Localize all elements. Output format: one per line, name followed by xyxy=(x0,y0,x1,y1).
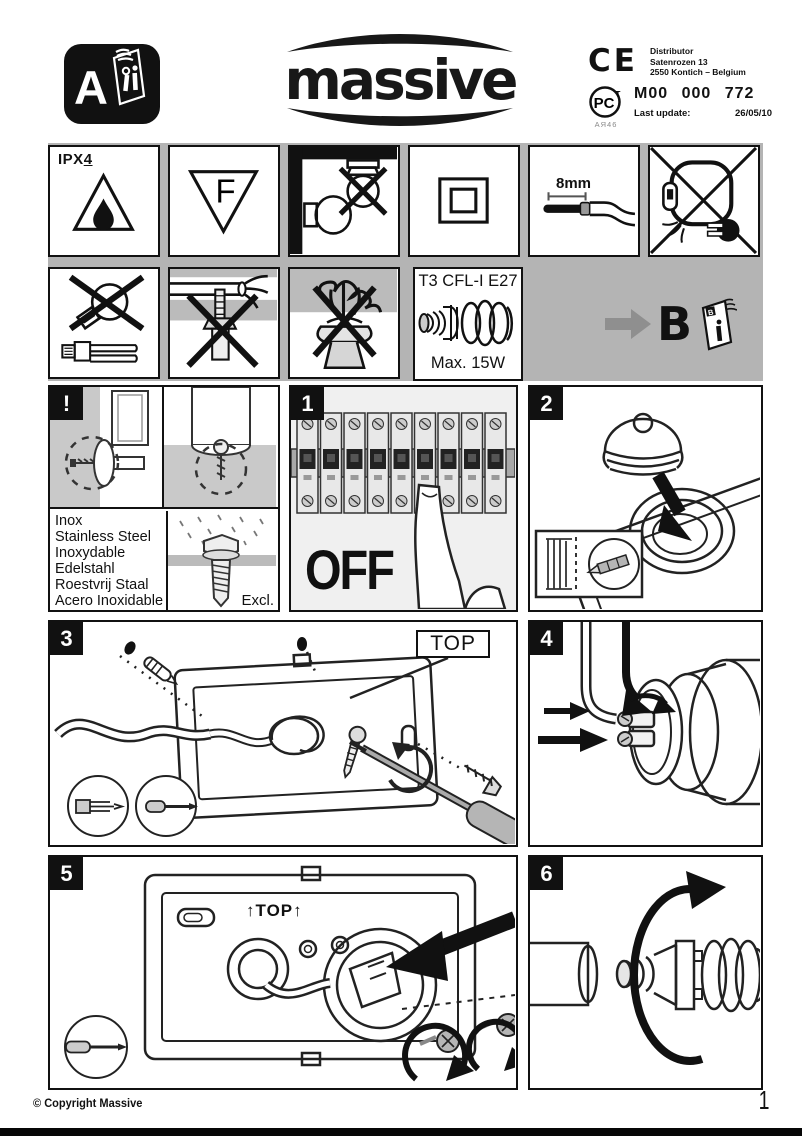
material-item: Roestvrij Staal xyxy=(55,577,149,594)
a-booklet-icon: A i xyxy=(64,44,160,124)
logo-top-swash-icon xyxy=(287,34,513,52)
gray-arrow-right-icon xyxy=(604,309,651,339)
warning-bottom-view xyxy=(164,387,278,507)
lamp-unit-attachment-illustration xyxy=(64,865,515,1082)
step-2-insert-grommet: 2 xyxy=(528,385,763,612)
material-item: Inoxydable xyxy=(55,545,126,562)
crossed-wall-cable-icon xyxy=(170,269,277,368)
top-embossed-marking: ↑TOP↑ xyxy=(246,901,303,920)
pct-mark-icon: PC Т xyxy=(589,85,621,118)
pct-certification-mark: PC Т AЯ46 xyxy=(588,85,624,129)
step-3-mount-backplate: 3 TOP xyxy=(48,620,518,847)
booklet-b-letter: B xyxy=(656,297,692,351)
water-drop-triangle-icon xyxy=(72,172,135,231)
symbol-strip-length: 8mm xyxy=(528,145,640,257)
step-5-number: 5 xyxy=(50,857,83,890)
see-booklet-b: B B xyxy=(525,267,763,381)
pct-code: AЯ46 xyxy=(594,119,618,129)
warning-badge: ! xyxy=(50,387,83,420)
symbol-no-concealed-cable xyxy=(168,267,280,379)
step-2-number: 2 xyxy=(530,387,563,420)
symbol-class-ii xyxy=(408,145,520,257)
wall-lamp-screw-bottom-icon xyxy=(164,387,276,507)
crossed-cord-plug-icon xyxy=(650,147,757,254)
double-square-icon xyxy=(438,177,489,224)
booklet-b-icon: B xyxy=(701,298,737,351)
f-letter: F xyxy=(216,173,236,210)
bulb-screwing-illustration xyxy=(530,871,760,1065)
model-number: M00 000 772 xyxy=(634,84,755,102)
symbol-f-mark: F xyxy=(168,145,280,257)
ipx4-label: IPX4 xyxy=(58,151,93,168)
excluded-label: Excl. xyxy=(241,592,274,609)
cfl-spiral-bulb-icon xyxy=(418,299,514,347)
terminal-wiring-illustration xyxy=(538,622,760,806)
f-triangle-icon: F xyxy=(187,170,260,235)
material-item: Stainless Steel xyxy=(55,529,151,546)
circuit-breaker-off-illustration xyxy=(291,412,515,609)
warning-screw-cell: Excl. xyxy=(166,511,278,610)
material-item: Edelstahl xyxy=(55,561,115,578)
strip-length-label: 8mm xyxy=(556,175,592,192)
copyright-notice: © Copyright Massive xyxy=(33,1096,143,1110)
step-4-number: 4 xyxy=(530,622,563,655)
safety-symbol-grid: IPX4 F xyxy=(48,143,763,381)
material-item: Acero Inoxidable xyxy=(55,593,164,610)
step-6-number: 6 xyxy=(530,857,563,890)
stainless-steel-materials-list: Inox Stainless Steel Inoxydable Edelstah… xyxy=(50,511,166,610)
step-3-number: 3 xyxy=(50,622,83,655)
crossed-tangled-cable-icon xyxy=(290,269,397,370)
last-update-label: Last update: xyxy=(634,107,691,119)
lamp-spec-max-wattage: Max. 15W xyxy=(430,354,506,372)
grommet-insert-illustration xyxy=(534,412,760,609)
manual-a-booklet-icon: A i xyxy=(64,44,160,124)
brand-wordmark: massive xyxy=(284,48,519,112)
symbol-no-cord-switch-plug xyxy=(648,145,760,257)
symbol-wall-mount-only xyxy=(288,145,400,257)
step-5-attach-lamp-unit: 5 ↑TOP↑ xyxy=(48,855,518,1090)
pct-small-letter: Т xyxy=(616,90,621,99)
top-orientation-label: TOP xyxy=(416,630,490,658)
stripped-wire-icon xyxy=(543,192,636,227)
panel-warning-stainless: ! xyxy=(48,385,280,612)
distributor-label: Distributor xyxy=(649,46,694,56)
distributor-address-1: Satenrozen 13 xyxy=(649,56,708,67)
stainless-screw-rain-icon xyxy=(168,514,276,608)
distributor-address-2: 2550 Kontich – Belgium xyxy=(649,67,746,77)
step-6-insert-bulb: 6 xyxy=(528,855,763,1090)
no-ceiling-mount-icon xyxy=(290,147,397,254)
page-number: 1 xyxy=(758,1085,769,1115)
power-off-label: OFF xyxy=(305,538,395,601)
step-4-connect-wires: 4 xyxy=(528,620,763,847)
lamp-spec-title: T3 CFL-I E27 xyxy=(418,272,518,290)
last-update-value: 26/05/10 xyxy=(735,107,772,119)
step-1-power-off: 1 OFF xyxy=(289,385,518,612)
ce-mark: CE xyxy=(588,43,638,79)
crossed-bulb-icon xyxy=(61,274,145,363)
brand-logo: massive xyxy=(281,28,519,132)
booklet-cover-letter: B xyxy=(707,307,714,317)
header-right: CE Distributor Satenrozen 13 2550 Kontic… xyxy=(588,46,774,129)
symbol-no-incandescent xyxy=(48,267,160,379)
backplate-mounting-illustration xyxy=(54,637,515,844)
pct-letters: PC xyxy=(594,95,615,112)
material-item: Inox xyxy=(55,513,83,529)
scan-edge-artifact xyxy=(0,1128,802,1136)
symbol-no-cable-tangle xyxy=(288,267,400,379)
manual-letter: A xyxy=(74,61,108,114)
step-1-number: 1 xyxy=(291,387,324,420)
symbol-ipx4: IPX4 xyxy=(48,145,160,257)
logo-bottom-swash-icon xyxy=(287,108,513,126)
symbol-lamp-spec: T3 CFL-I E27 Max. 15W xyxy=(413,267,523,381)
